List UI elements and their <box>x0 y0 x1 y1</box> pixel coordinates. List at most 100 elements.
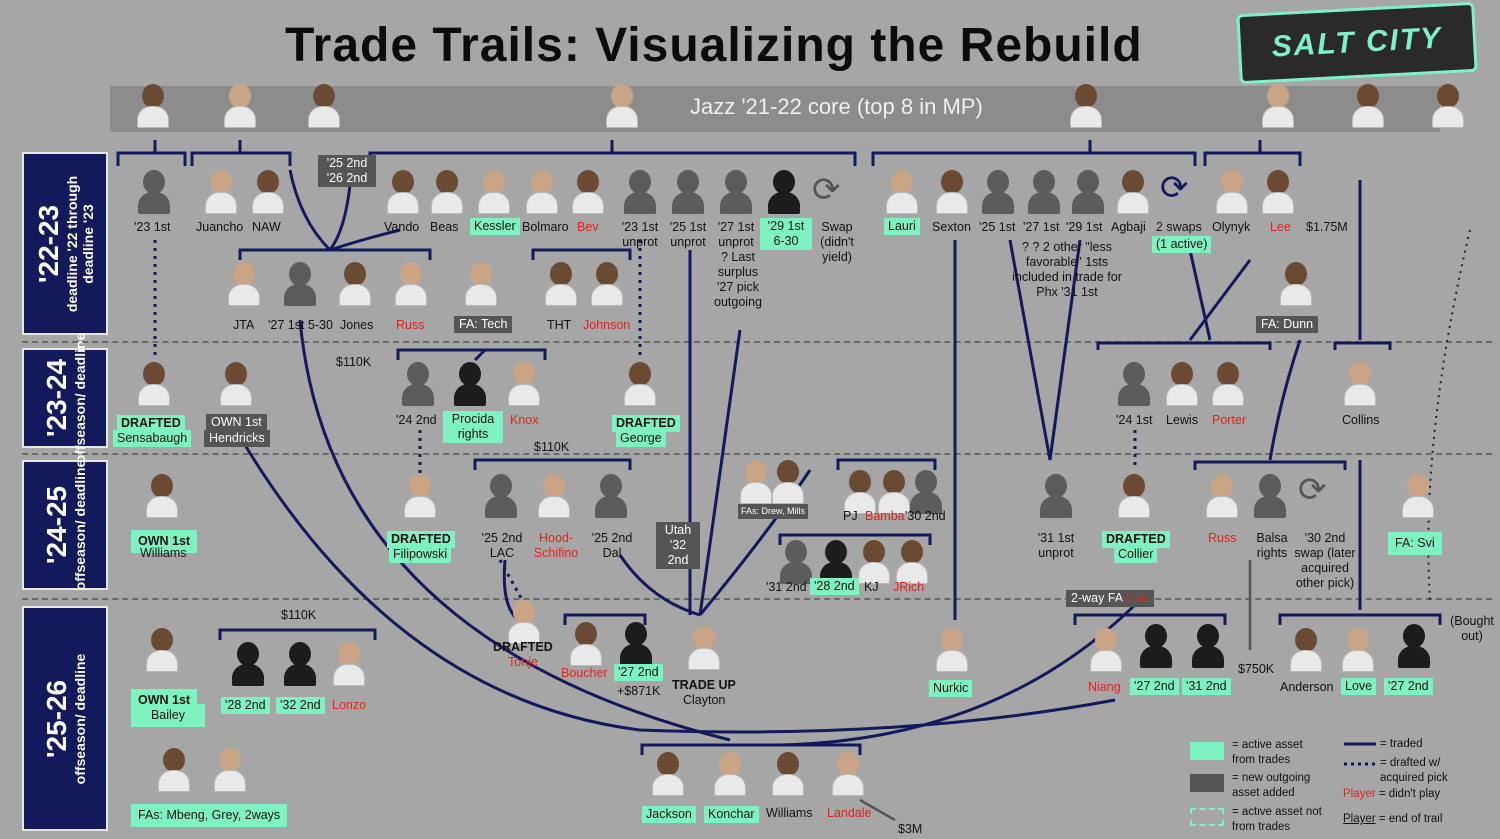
pick-silhouette <box>1118 362 1150 406</box>
label: KJ <box>864 580 879 595</box>
pick-silhouette <box>232 642 264 686</box>
player-head <box>508 362 540 406</box>
player-head <box>138 362 170 406</box>
pick-silhouette <box>620 622 652 666</box>
player-head <box>339 262 371 306</box>
cash-label: +$871K <box>617 684 660 699</box>
core-player-head <box>1262 84 1294 128</box>
label: Vando <box>384 220 419 235</box>
core-player-head <box>137 84 169 128</box>
player-head <box>478 170 510 214</box>
pick-silhouette <box>624 170 656 214</box>
outgoing-tag: FA: Tech <box>454 316 512 333</box>
didnt-play-label: Hood-Schifino <box>532 531 580 561</box>
player-head <box>228 262 260 306</box>
player-head <box>772 752 804 796</box>
player-head <box>896 540 928 584</box>
pick-silhouette <box>720 170 752 214</box>
active-asset-label: Nurkic <box>929 680 972 697</box>
player-head <box>526 170 558 214</box>
legend-text: Player = didn't play <box>1343 787 1440 802</box>
player-head <box>832 752 864 796</box>
player-head <box>538 474 570 518</box>
player-head <box>508 600 536 638</box>
pick-silhouette <box>595 474 627 518</box>
legend-lines <box>1342 740 1382 780</box>
drafted-tag: DRAFTED <box>493 640 553 655</box>
core-player-head <box>1070 84 1102 128</box>
player-head <box>545 262 577 306</box>
fa-tag: FAs: Mbeng, Grey, 2ways <box>131 804 287 827</box>
label: Williams <box>140 546 187 561</box>
player-head <box>220 362 252 406</box>
didnt-play-label: Luis <box>1126 591 1149 605</box>
didnt-play-label: Russ <box>396 318 424 333</box>
pick-silhouette <box>780 540 812 584</box>
didnt-play-label: Bamba <box>865 509 905 524</box>
didnt-play-label: JRich <box>893 580 924 595</box>
label: Juancho <box>196 220 243 235</box>
label: '29 1st <box>1066 220 1102 235</box>
legend-text: Player = end of trail <box>1343 812 1442 827</box>
label: THT <box>547 318 571 333</box>
didnt-play-label: Johnson <box>583 318 630 333</box>
player-head <box>1290 628 1322 672</box>
player-head <box>146 628 178 672</box>
player-head <box>1118 474 1150 518</box>
player-head <box>404 474 436 518</box>
legend-swatch-active <box>1190 742 1224 760</box>
active-asset-label: Lauri <box>884 218 920 235</box>
pick-silhouette <box>1192 624 1224 668</box>
annotation: (Bought out) <box>1450 614 1494 644</box>
didnt-play-label: Porter <box>1212 413 1246 428</box>
label: '27 1st 5-30 <box>268 318 333 333</box>
active-asset-label: Konchar <box>704 806 759 823</box>
player-head <box>1262 170 1294 214</box>
active-asset-label: Love <box>1341 678 1376 695</box>
active-asset-label: Filipowski <box>389 546 451 563</box>
didnt-play-label: Boucher <box>561 666 608 681</box>
legend-text: = new outgoing asset added <box>1232 771 1324 801</box>
label: JTA <box>233 318 254 333</box>
fa-tag: FAs: Drew, Mills <box>738 504 808 519</box>
label: Clayton <box>683 693 725 708</box>
active-asset-label: Procida rights <box>443 411 503 443</box>
label: NAW <box>252 220 281 235</box>
two-way-fa-tag: 2-way FA Luis <box>1066 590 1154 607</box>
active-asset-label: Sensabaugh <box>113 430 191 447</box>
didnt-play-label: Lee <box>1270 220 1291 235</box>
legend-text: = active asset not from trades <box>1232 805 1328 835</box>
legend-end-word: Player <box>1343 813 1376 825</box>
player-head <box>1166 362 1198 406</box>
active-asset-label: Kessler <box>470 218 520 235</box>
cash-label: $750K <box>1238 662 1274 677</box>
swap-icon: ⟳ <box>1298 470 1327 510</box>
legend-text: = traded <box>1380 737 1423 752</box>
pick-silhouette <box>910 470 942 514</box>
player-head <box>1280 262 1312 306</box>
active-asset-label: '28 2nd <box>810 578 859 595</box>
player-head <box>1117 170 1149 214</box>
pick-silhouette <box>485 474 517 518</box>
annotation: ? ? 2 other "less favorable" 1sts includ… <box>1012 240 1122 300</box>
pick-silhouette <box>1072 170 1104 214</box>
didnt-play-label: Lonzo <box>332 698 366 713</box>
player-head <box>146 474 178 518</box>
pick-silhouette <box>284 642 316 686</box>
player-head <box>1216 170 1248 214</box>
label: '25 2nd Dal <box>590 531 634 561</box>
label: '25 2nd LAC <box>480 531 524 561</box>
core-player-head <box>1432 84 1464 128</box>
player-head <box>844 470 876 514</box>
pick-silhouette <box>402 362 434 406</box>
player-head <box>158 748 190 792</box>
active-asset-label: '31 2nd <box>1182 678 1231 695</box>
swap-icon: ⟳ <box>1160 168 1189 208</box>
pick-silhouette <box>284 262 316 306</box>
trade-up-tag: TRADE UP <box>672 678 736 693</box>
two-way-label: 2-way FA <box>1071 591 1122 605</box>
legend-didnt-play: = didn't play <box>1379 788 1440 800</box>
label: Agbaji <box>1111 220 1146 235</box>
pick-silhouette <box>1140 624 1172 668</box>
active-asset-label: '27 2nd <box>1130 678 1179 695</box>
